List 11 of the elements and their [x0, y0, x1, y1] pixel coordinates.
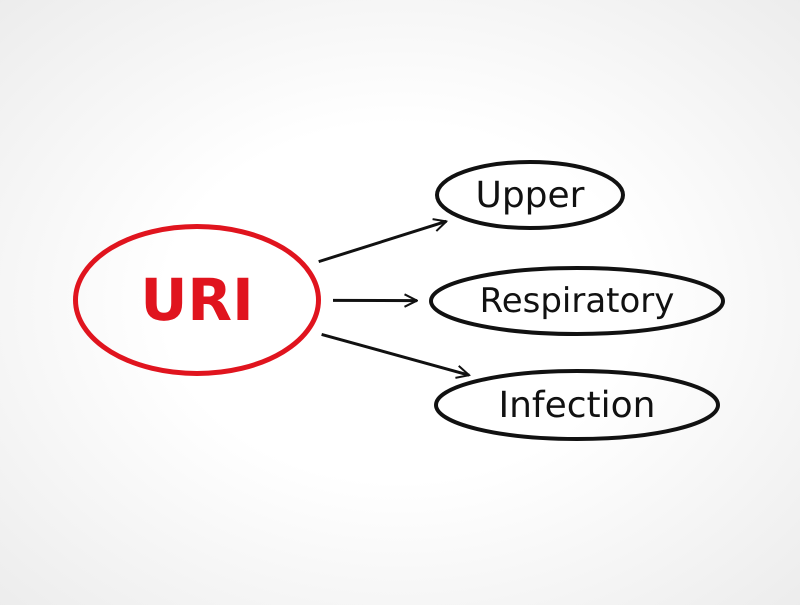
node-label: Upper	[475, 174, 584, 216]
oval-node	[434, 369, 720, 441]
arrow	[318, 218, 448, 264]
arrow	[333, 293, 418, 308]
node-label: Infection	[498, 384, 656, 426]
arrow	[321, 332, 470, 379]
oval-node	[435, 160, 625, 230]
oval-node	[73, 224, 321, 376]
oval-node	[429, 266, 725, 336]
node-label: URI	[140, 266, 254, 334]
node-label: Respiratory	[480, 281, 674, 321]
